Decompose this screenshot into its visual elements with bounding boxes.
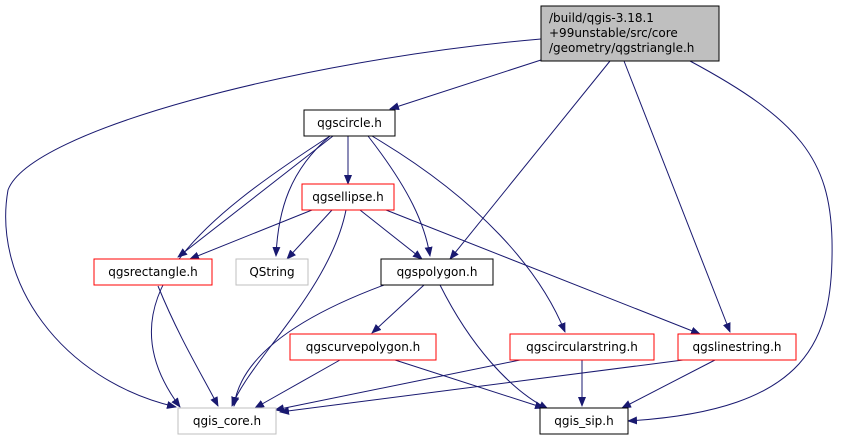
node-qgscurvepolygon[interactable]: qgscurvepolygon.h — [289, 333, 437, 361]
edge-circularstring-to-core — [274, 359, 521, 413]
node-qstring[interactable]: QString — [235, 258, 309, 286]
edge-root-to-core — [5, 38, 542, 409]
node-root-line-3: /geometry/qgstriangle.h — [549, 41, 694, 55]
node-qgslinestring-label: qgslinestring.h — [692, 340, 781, 354]
edge-linestring-to-sip — [621, 359, 716, 409]
edge-circle-to-polygon — [367, 135, 433, 257]
node-qgsellipse-label: qgsellipse.h — [312, 190, 384, 204]
edge-polygon-to-curvepolygon — [371, 284, 425, 334]
node-root-line-2: +99unstable/src/core — [549, 26, 678, 40]
node-qgsrectangle-label: qgsrectangle.h — [108, 265, 198, 279]
node-qgis-sip[interactable]: qgis_sip.h — [539, 407, 629, 435]
edge-ellipse-to-rectangle — [189, 209, 313, 260]
node-qgscircularstring-label: qgscircularstring.h — [526, 340, 638, 354]
node-root[interactable]: /build/qgis-3.18.1 +99unstable/src/core … — [540, 5, 720, 62]
node-qgscircle-label: qgscircle.h — [317, 116, 382, 130]
edge-ellipse-to-qstring — [286, 209, 333, 260]
node-qgscircle[interactable]: qgscircle.h — [303, 109, 396, 137]
edge-ellipse-to-core — [231, 209, 347, 407]
node-qgscurvepolygon-label: qgscurvepolygon.h — [306, 340, 421, 354]
edge-curvepolygon-to-sip — [394, 359, 545, 410]
node-qgscircularstring[interactable]: qgscircularstring.h — [509, 333, 655, 361]
node-qgspolygon[interactable]: qgspolygon.h — [380, 258, 494, 286]
node-qgis-core-label: qgis_core.h — [193, 414, 261, 428]
node-qgsellipse[interactable]: qgsellipse.h — [301, 183, 395, 211]
edge-curvepolygon-to-core — [254, 359, 341, 409]
node-qgsrectangle[interactable]: qgsrectangle.h — [93, 258, 213, 286]
edge-linestring-to-core — [279, 359, 684, 415]
edge-root-to-circle — [389, 59, 542, 111]
node-qgslinestring[interactable]: qgslinestring.h — [677, 333, 797, 361]
node-qstring-label: QString — [249, 265, 294, 279]
edge-circle-to-rectangle — [177, 135, 334, 258]
node-qgspolygon-label: qgspolygon.h — [397, 265, 478, 279]
edge-rectangle-to-core — [157, 285, 219, 407]
node-qgis-core[interactable]: qgis_core.h — [177, 407, 277, 435]
edge-root-to-linestring — [623, 60, 731, 333]
edge-polygon-to-sip — [439, 284, 549, 410]
edge-ellipse-to-linestring — [385, 209, 701, 335]
edge-polygon-to-core — [231, 284, 385, 407]
node-qgis-sip-label: qgis_sip.h — [554, 414, 613, 428]
edge-circle-to-qstring — [272, 135, 331, 257]
node-root-line-1: /build/qgis-3.18.1 — [549, 11, 654, 25]
edge-root-to-sip — [627, 60, 833, 425]
edge-root-to-polygon — [449, 60, 611, 260]
edge-circle-to-circularstring — [371, 135, 566, 333]
edge-ellipse-to-polygon — [359, 209, 423, 260]
